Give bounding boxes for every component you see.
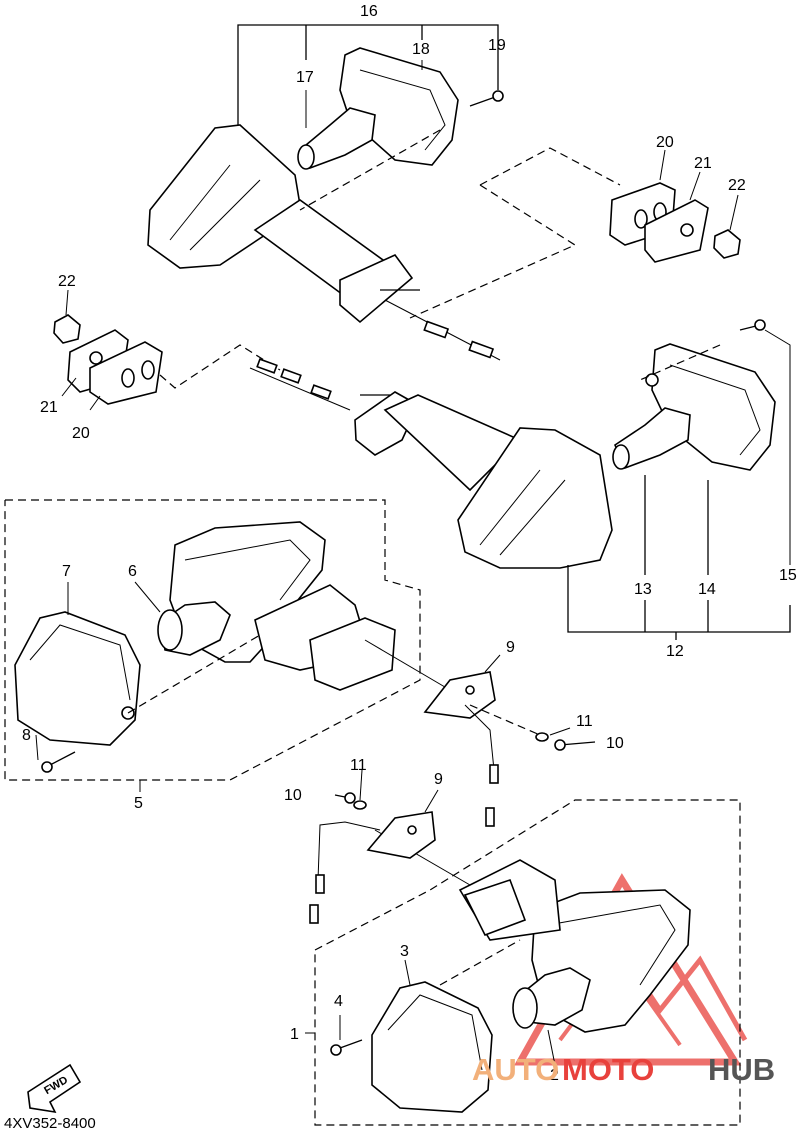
callout-1: 1 <box>290 1026 299 1043</box>
forward-arrow-icon: FWD <box>27 1063 82 1114</box>
callout-20-right: 20 <box>656 134 674 151</box>
callout-labels: 16 17 18 19 20 21 22 22 21 20 13 14 15 1… <box>22 3 797 1084</box>
callout-7: 7 <box>62 563 71 580</box>
callout-6: 6 <box>128 563 137 580</box>
callout-19: 19 <box>488 37 506 54</box>
rear-flasher-assembly-left <box>4 499 596 827</box>
callout-10-upper: 10 <box>606 735 624 752</box>
callout-4: 4 <box>334 993 343 1010</box>
watermark-part-auto: AUTO <box>472 1052 559 1087</box>
front-right-flasher-assembly <box>147 24 504 361</box>
callout-22-left: 22 <box>58 273 76 290</box>
callout-12: 12 <box>666 643 684 660</box>
callout-18: 18 <box>412 41 430 58</box>
callout-16: 16 <box>360 3 378 20</box>
callout-17: 17 <box>296 69 314 86</box>
mount-hardware-right <box>409 147 741 319</box>
callout-9-lower: 9 <box>434 771 443 788</box>
callout-11-upper: 11 <box>576 713 593 730</box>
watermark-part-hub: HUB <box>708 1052 775 1087</box>
callout-9-upper: 9 <box>506 639 515 656</box>
front-left-flasher-assembly <box>249 319 791 640</box>
mount-hardware-left <box>53 289 281 411</box>
callout-22-right: 22 <box>728 177 746 194</box>
callout-11-lower: 11 <box>350 757 367 774</box>
rear-flasher-assembly-right <box>305 769 741 1126</box>
callout-13: 13 <box>634 581 652 598</box>
callout-2: 2 <box>550 1067 559 1084</box>
callout-20-left: 20 <box>72 425 90 442</box>
callout-14: 14 <box>698 581 716 598</box>
callout-21-right: 21 <box>694 155 712 172</box>
callout-15: 15 <box>779 567 797 584</box>
callout-3: 3 <box>400 943 409 960</box>
callout-5: 5 <box>134 795 143 812</box>
watermark-part-moto: MOTO <box>562 1052 654 1087</box>
callout-10-lower: 10 <box>284 787 302 804</box>
watermark-text: AUTO MOTO HUB <box>472 1052 775 1087</box>
callout-21-left: 21 <box>40 399 58 416</box>
callout-8: 8 <box>22 727 31 744</box>
diagram-code: 4XV352-8400 <box>4 1115 96 1132</box>
